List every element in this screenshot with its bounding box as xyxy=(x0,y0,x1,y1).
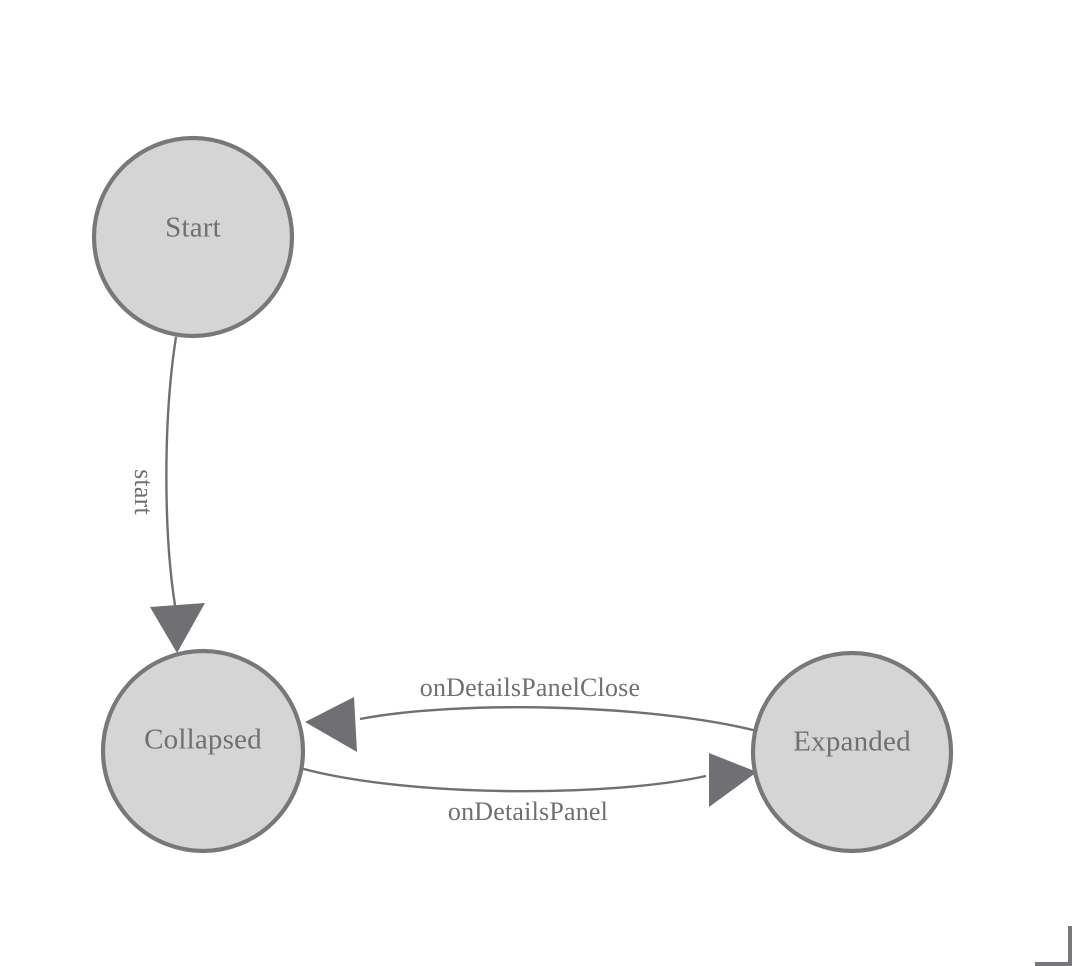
arrowhead-down-into-collapsed xyxy=(150,603,205,653)
node-start[interactable] xyxy=(91,135,295,339)
node-label-expanded: Expanded xyxy=(793,725,911,758)
node-collapsed[interactable] xyxy=(100,648,306,854)
edge-collapsed-to-expanded[interactable] xyxy=(299,753,757,807)
edge-label-start: start xyxy=(129,469,158,515)
edge-path-expanded-to-collapsed xyxy=(359,706,758,733)
node-label-collapsed: Collapsed xyxy=(144,723,262,756)
node-expanded[interactable] xyxy=(750,650,954,854)
edge-label-on-details-panel: onDetailsPanel xyxy=(447,797,609,826)
edge-start-to-collapsed[interactable] xyxy=(150,336,205,653)
arrowhead-right-into-expanded xyxy=(709,753,757,807)
arrowhead-left-into-collapsed xyxy=(305,697,357,752)
node-label-start: Start xyxy=(165,211,221,244)
edge-path-start-to-collapsed xyxy=(165,336,179,618)
edge-expanded-to-collapsed[interactable] xyxy=(305,697,758,752)
edge-path-collapsed-to-expanded xyxy=(299,766,707,793)
edge-label-on-details-panel-close: onDetailsPanelClose xyxy=(419,673,641,702)
